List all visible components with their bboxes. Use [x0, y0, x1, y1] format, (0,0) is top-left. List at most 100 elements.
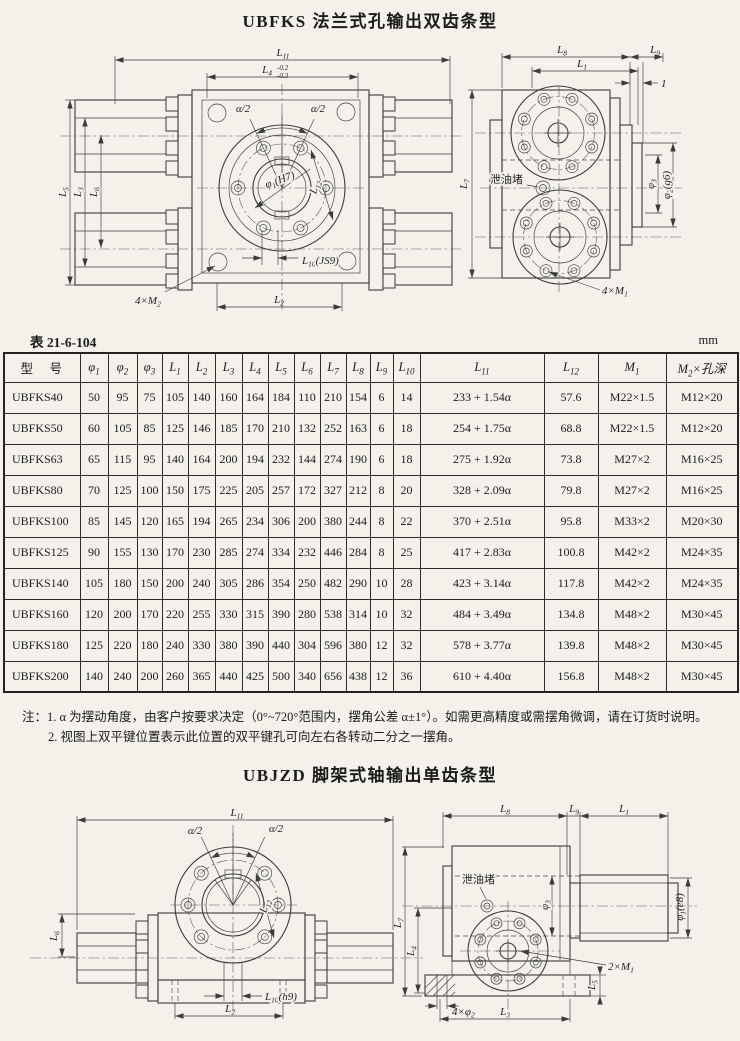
spec-value-cell: 70 [79, 474, 109, 507]
spec-value-cell: 154 [345, 381, 371, 414]
spec-value-cell: 306 [267, 505, 295, 538]
spec-value-cell: 18 [392, 412, 421, 445]
col-header-l10: L10 [392, 352, 421, 383]
dim-label-l4-tol-lower: -0.3 [277, 72, 289, 80]
table-notes: 注：1. α 为摆动角度，由客户按要求决定（0°~720°范围内，摆角公差 α±… [22, 707, 734, 747]
spec-value-cell: 120 [79, 598, 109, 631]
spec-value-cell: M12×20 [665, 381, 739, 414]
dim-label-l8: L8 [499, 803, 510, 817]
spec-value-cell: 175 [187, 474, 216, 507]
dimensions: L7 L8 L1 L9 1 φ3 φ2(g6) 泄油堵 [458, 44, 677, 299]
spec-value-cell: 425 [241, 660, 269, 693]
spec-value-cell: 6 [369, 381, 394, 414]
spec-value-cell: 274 [319, 443, 347, 476]
spec-value-cell: 156.8 [543, 660, 599, 693]
spec-value-cell: 125 [107, 474, 138, 507]
spec-value-cell: 440 [267, 629, 295, 662]
dim-label-l6: L6 [88, 187, 102, 198]
drawing-ubfks-front-view: L11 L4 -0.2 -0.3 α/2 α/2 φ1(H7) L12 L5 [57, 47, 463, 312]
oil-plug-label: 泄油堵 [462, 872, 495, 886]
spec-value-cell: M48×2 [597, 660, 667, 693]
spec-value-cell: 140 [79, 660, 109, 693]
spec-value-cell: M30×45 [665, 598, 739, 631]
spec-value-cell: 210 [267, 412, 295, 445]
spec-value-cell: 257 [267, 474, 295, 507]
gearbox-body [76, 912, 394, 1004]
spec-value-cell: 163 [345, 412, 371, 445]
col-header-model: 型 号 [3, 352, 81, 383]
dim-label-4xm1: 4×M1 [602, 285, 628, 299]
dim-label-l5: L5 [586, 980, 600, 991]
dim-label-2xm1: 2×M1 [608, 961, 634, 975]
spec-value-cell: 390 [241, 629, 269, 662]
spec-value-cell: M16×25 [665, 443, 739, 476]
shaft [569, 874, 679, 942]
dim-label-l10: L10(JS9) [301, 255, 339, 269]
spec-value-cell: 8 [369, 536, 394, 569]
spec-value-cell: 370 + 2.51α [419, 505, 545, 538]
spec-value-cell: M12×20 [665, 412, 739, 445]
drawing-ubfks-side-view: L7 L8 L1 L9 1 φ3 φ2(g6) 泄油堵 [458, 44, 682, 299]
col-header-l5: L5 [267, 352, 295, 383]
spec-value-cell: 220 [107, 629, 138, 662]
spec-value-cell: 314 [345, 598, 371, 631]
oil-plug-label: 泄油堵 [490, 172, 523, 186]
spec-value-cell: 79.8 [543, 474, 599, 507]
dim-label-phi3: φ3 [539, 900, 553, 910]
dim-label-l6: L6 [48, 931, 62, 942]
center-lines [475, 86, 682, 292]
spec-value-cell: 73.8 [543, 443, 599, 476]
spec-value-cell: 95 [136, 443, 163, 476]
col-header-m1: M1 [597, 352, 667, 383]
spec-value-cell: 304 [293, 629, 321, 662]
dim-label-alpha-left: α/2 [236, 103, 251, 115]
col-header-l2: L2 [187, 352, 216, 383]
model-cell: UBFKS125 [3, 536, 81, 569]
model-cell: UBFKS50 [3, 412, 81, 445]
spec-value-cell: 22 [392, 505, 421, 538]
spec-value-cell: 172 [293, 474, 321, 507]
spec-value-cell: 417 + 2.83α [419, 536, 545, 569]
model-cell: UBFKS200 [3, 660, 81, 693]
spec-value-cell: 252 [319, 412, 347, 445]
spec-value-cell: 85 [79, 505, 109, 538]
spec-value-cell: 170 [136, 598, 163, 631]
spec-value-cell: 438 [345, 660, 371, 693]
dim-label-4xm2: 4×M2 [135, 295, 161, 309]
spec-value-cell: 32 [392, 629, 421, 662]
spec-value-cell: 423 + 3.14α [419, 567, 545, 600]
spec-value-cell: 190 [345, 443, 371, 476]
spec-value-cell: 85 [136, 412, 163, 445]
spec-value-cell: 365 [187, 660, 216, 693]
spec-value-cell: 164 [241, 381, 269, 414]
spec-value-cell: 160 [214, 381, 243, 414]
spec-value-cell: 105 [161, 381, 189, 414]
dim-label-phi1: φ1(H7) [264, 169, 298, 192]
drawing-ubjzd-front-view: L11 α/2 α/2 L12 L6 L10(h9) L2 [30, 807, 423, 1019]
spec-value-cell: 220 [161, 598, 189, 631]
spec-value-cell: 250 [293, 567, 321, 600]
spec-value-cell: 130 [136, 536, 163, 569]
spec-value-cell: 10 [369, 598, 394, 631]
spec-value-cell: 115 [107, 443, 138, 476]
spec-value-cell: 240 [161, 629, 189, 662]
spec-value-cell: 132 [293, 412, 321, 445]
spec-value-cell: 20 [392, 474, 421, 507]
spec-value-cell: 105 [107, 412, 138, 445]
spec-value-cell: 200 [107, 598, 138, 631]
dimensions: L11 α/2 α/2 L12 L6 L10(h9) L2 [48, 807, 394, 1019]
spec-value-cell: 255 [187, 598, 216, 631]
spec-value-cell: 225 [214, 474, 243, 507]
dim-label-l11: L11 [229, 807, 243, 821]
housing-plate [191, 89, 370, 284]
spec-value-cell: 200 [136, 660, 163, 693]
spec-value-cell: 446 [319, 536, 347, 569]
dim-label-l8: L8 [556, 44, 567, 58]
col-header-phi3: φ3 [136, 352, 163, 383]
dim-label-alpha-right: α/2 [311, 103, 326, 115]
spec-value-cell: 230 [187, 536, 216, 569]
dim-label-l3: L3 [499, 1006, 510, 1020]
spec-value-cell: 354 [267, 567, 295, 600]
page-title-top: UBFKS 法兰式孔输出双齿条型 [242, 12, 498, 31]
